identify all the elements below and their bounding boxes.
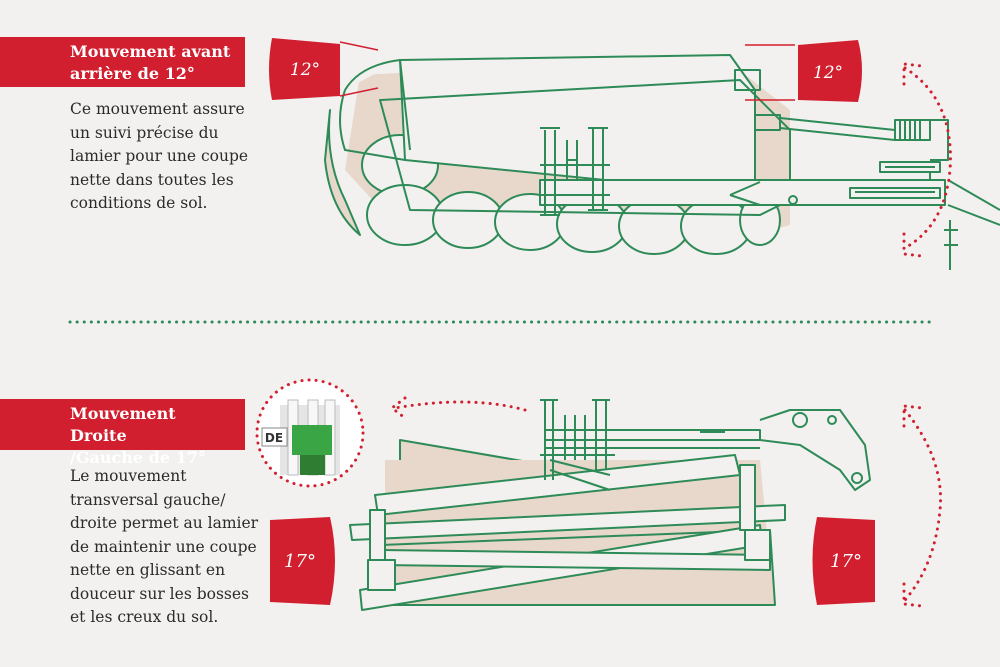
section2-title-banner: Mouvement Droite /Gauche de 17° bbox=[0, 399, 245, 467]
section1-title-line2: arrière de 12° bbox=[70, 64, 195, 83]
angle-badge-bottom-right: 17° bbox=[812, 517, 875, 605]
section1-title-banner: Mouvement avant arrière de 12° bbox=[0, 37, 245, 87]
mower-rear-view bbox=[349, 399, 871, 611]
inset-mower-icon: DE bbox=[261, 399, 340, 476]
section2-title-line2: /Gauche de 17° bbox=[70, 448, 206, 467]
tilt-arc-arrow bbox=[903, 66, 952, 250]
angle-label-bottom-left: 17° bbox=[284, 551, 316, 572]
angle-label-bottom-right: 17° bbox=[830, 551, 862, 572]
section2-description: Le mouvement transversal gauche/ droite … bbox=[70, 467, 259, 626]
angle-badge-top-left: 12° bbox=[269, 38, 340, 100]
arrow-head-icon bbox=[902, 62, 924, 258]
angle-label-top-left: 12° bbox=[290, 60, 320, 80]
pointer-arrow bbox=[389, 396, 527, 420]
angle-badge-top-right: 12° bbox=[798, 40, 862, 102]
inset-label: DE bbox=[265, 431, 283, 445]
section1-description: Ce mouvement assure un suivi précise du … bbox=[70, 100, 249, 212]
angle-label-top-right: 12° bbox=[813, 63, 843, 83]
tilt-indicator-lines bbox=[339, 41, 795, 101]
angle-badge-bottom-left: 17° bbox=[270, 517, 335, 605]
section1-title-line1: Mouvement avant bbox=[70, 42, 231, 61]
inset-photo-circle: DE bbox=[255, 378, 365, 488]
lateral-arc-arrow bbox=[902, 404, 943, 608]
mower-side-view bbox=[324, 54, 1000, 270]
section2-title-line1: Mouvement Droite bbox=[70, 404, 176, 445]
